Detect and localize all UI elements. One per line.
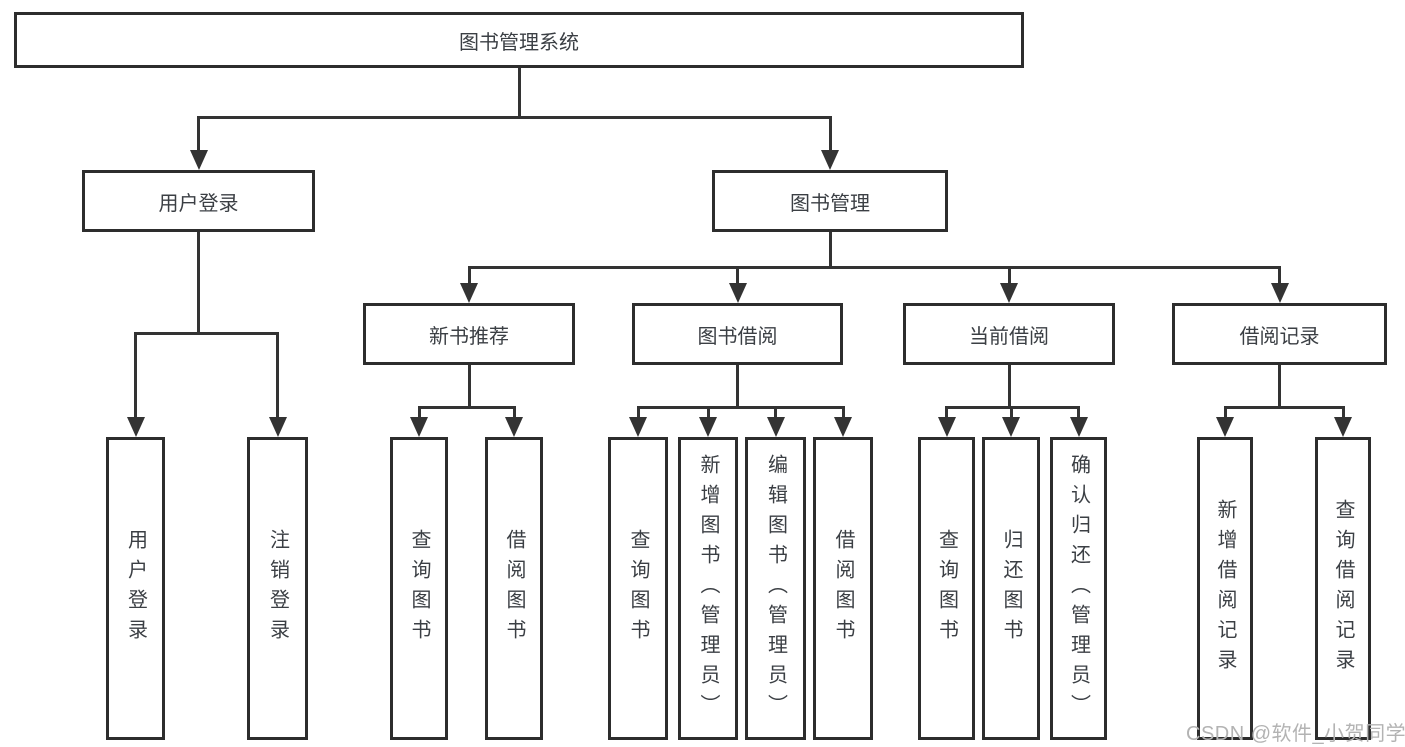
- connector-line: [636, 406, 640, 420]
- node-label: 新增图书（管理员）: [697, 453, 719, 724]
- connector-line: [841, 406, 845, 420]
- arrowhead: [1216, 417, 1234, 437]
- leaf-query-books-borrowing: 查询图书: [608, 437, 668, 740]
- connector-line: [467, 365, 471, 409]
- node-label: 查询图书: [935, 528, 958, 649]
- node-label: 新增借阅记录: [1214, 498, 1236, 679]
- node-library-management-system: 图书管理系统: [14, 12, 1024, 68]
- connector-line: [1007, 266, 1011, 286]
- arrowhead: [126, 417, 145, 437]
- node-current-borrowing: 当前借阅: [903, 303, 1115, 365]
- leaf-add-borrow-record: 新增借阅记录: [1197, 437, 1253, 740]
- connector-line: [417, 406, 516, 409]
- node-label: 借阅图书: [832, 528, 854, 649]
- connector-line: [512, 406, 516, 420]
- leaf-query-books-current: 查询图书: [918, 437, 975, 740]
- node-label: 查询图书: [627, 528, 649, 649]
- node-label: 借阅记录: [1239, 325, 1320, 348]
- node-user-login: 用户登录: [82, 170, 315, 232]
- connector-line: [1223, 406, 1345, 409]
- connector-line: [1278, 365, 1281, 409]
- node-borrowing-records: 借阅记录: [1172, 303, 1387, 365]
- leaf-borrow-books-recommend: 借阅图书: [485, 437, 543, 740]
- arrowhead: [699, 417, 717, 437]
- leaf-borrow-books: 借阅图书: [813, 437, 873, 740]
- connector-line: [1077, 406, 1080, 420]
- connector-line: [736, 365, 739, 409]
- leaf-add-book-admin: 新增图书（管理员）: [678, 437, 738, 740]
- leaf-query-books-recommend: 查询图书: [390, 437, 448, 740]
- node-label: 图书借阅: [697, 325, 778, 348]
- arrowhead: [460, 283, 478, 303]
- connector-line: [1341, 406, 1345, 420]
- connector-line: [828, 232, 832, 269]
- connector-line: [706, 406, 710, 420]
- connector-line: [736, 266, 739, 286]
- connector-line: [1223, 406, 1227, 420]
- connector-line: [1278, 266, 1281, 286]
- arrowhead: [728, 283, 747, 303]
- arrowhead: [1069, 417, 1088, 437]
- node-label: 归还图书: [1000, 528, 1022, 649]
- node-label: 查询借阅记录: [1332, 498, 1354, 679]
- node-label: 查询图书: [408, 528, 430, 649]
- arrowhead: [766, 417, 785, 437]
- arrowhead: [1000, 283, 1018, 303]
- connector-line: [417, 406, 421, 420]
- connector-line: [636, 406, 845, 409]
- node-new-book-recommendation: 新书推荐: [363, 303, 575, 365]
- arrowhead: [821, 150, 839, 170]
- leaf-query-borrow-record: 查询借阅记录: [1315, 437, 1371, 740]
- node-book-management: 图书管理: [712, 170, 948, 232]
- arrowhead: [268, 417, 287, 437]
- arrowhead: [1002, 417, 1020, 437]
- connector-line: [134, 332, 137, 420]
- arrowhead: [1334, 417, 1352, 437]
- arrowhead: [834, 417, 852, 437]
- node-label: 新书推荐: [429, 325, 509, 348]
- connector-line: [945, 406, 948, 420]
- connector-line: [276, 332, 279, 420]
- arrowhead: [629, 417, 647, 437]
- csdn-watermark: CSDN @软件_小贺同学: [1186, 723, 1405, 745]
- leaf-confirm-return-admin: 确认归还（管理员）: [1050, 437, 1107, 740]
- node-label: 用户登录: [158, 192, 239, 215]
- arrowhead: [1270, 283, 1289, 303]
- leaf-user-login: 用户登录: [106, 437, 165, 740]
- arrowhead: [189, 150, 208, 170]
- node-label: 图书管理系统: [459, 31, 579, 54]
- connector-line: [1009, 406, 1013, 420]
- connector-line: [467, 266, 1281, 269]
- leaf-logout: 注销登录: [247, 437, 308, 740]
- leaf-edit-book-admin: 编辑图书（管理员）: [745, 437, 806, 740]
- node-label: 注销登录: [266, 528, 289, 649]
- node-label: 借阅图书: [503, 528, 525, 649]
- connector-line: [828, 116, 832, 153]
- arrowhead: [410, 417, 428, 437]
- node-label: 编辑图书（管理员）: [764, 453, 787, 724]
- connector-line: [197, 116, 832, 119]
- connector-line: [197, 116, 200, 153]
- connector-line: [774, 406, 777, 420]
- connector-line: [134, 332, 279, 335]
- node-book-borrowing: 图书借阅: [632, 303, 843, 365]
- connector-line: [945, 406, 1080, 409]
- node-label: 图书管理: [790, 192, 870, 215]
- connector-line: [517, 68, 521, 119]
- connector-line: [1007, 365, 1011, 409]
- leaf-return-books: 归还图书: [982, 437, 1040, 740]
- arrowhead: [505, 417, 523, 437]
- node-label: 确认归还（管理员）: [1067, 453, 1090, 724]
- connector-line: [197, 232, 200, 335]
- node-label: 当前借阅: [969, 325, 1049, 348]
- connector-line: [467, 266, 471, 286]
- arrowhead: [937, 417, 956, 437]
- node-label: 用户登录: [124, 528, 147, 649]
